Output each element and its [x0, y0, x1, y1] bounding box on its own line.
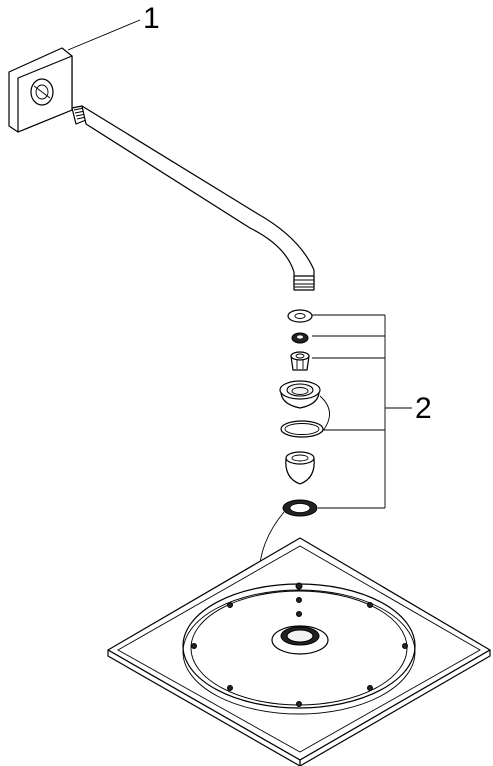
washer-bottom	[282, 499, 318, 517]
callout-leader-1	[67, 19, 141, 51]
threaded-adapter	[290, 351, 310, 371]
o-ring-small	[291, 332, 309, 344]
wall-flange	[8, 47, 73, 133]
shower-arm	[71, 105, 315, 291]
assembly-path-ring	[319, 395, 330, 433]
ball-joint	[285, 451, 315, 485]
mounting-screws	[191, 582, 408, 707]
washer-small	[287, 309, 313, 323]
union-nut	[279, 380, 321, 409]
shower-head	[107, 537, 491, 766]
callout-number-2: 2	[415, 392, 432, 425]
callout-bracket-2	[312, 314, 386, 509]
sealing-ring	[280, 420, 324, 438]
callout-number-1: 1	[143, 2, 160, 35]
